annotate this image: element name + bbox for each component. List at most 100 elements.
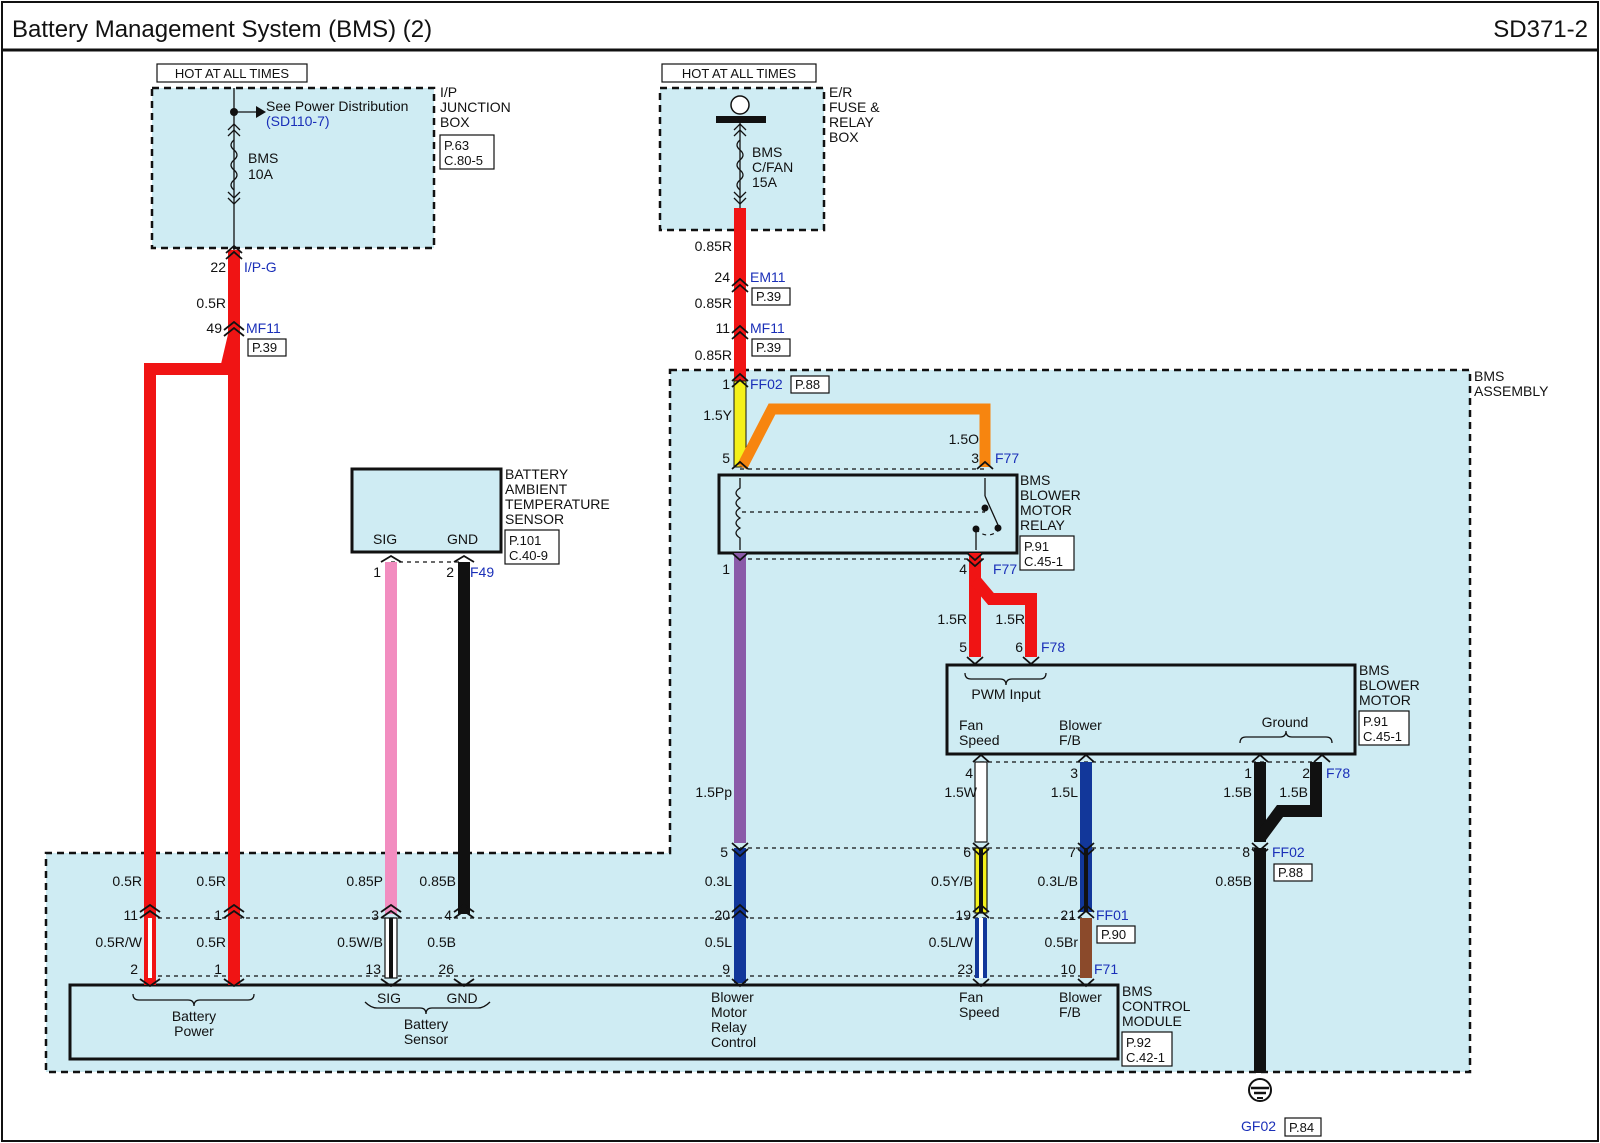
f71-row-labels: 2 1 13 26 9 23 10 F71 (130, 961, 1118, 977)
svg-text:1: 1 (722, 561, 730, 577)
svg-text:11: 11 (715, 320, 730, 336)
svg-text:1.5O: 1.5O (949, 431, 979, 447)
connector-chevron-icon (733, 123, 747, 137)
svg-text:P.39: P.39 (252, 340, 277, 355)
svg-text:26: 26 (438, 961, 454, 977)
relay-ref-1: P.91 (1024, 539, 1049, 554)
motor-name-3: MOTOR (1359, 692, 1411, 708)
svg-text:1.5R: 1.5R (995, 611, 1025, 627)
svg-text:24: 24 (714, 269, 730, 285)
battery-power-1: Battery (172, 1008, 216, 1024)
hot-label: HOT AT ALL TIMES (175, 66, 289, 81)
left-wire-labels: 22 I/P-G 0.5R 49 MF11 P.39 (196, 259, 287, 357)
fuse-line-2: C/FAN (752, 159, 793, 175)
relay-ctrl-3: Relay (711, 1019, 747, 1035)
svg-text:1.5B: 1.5B (1223, 784, 1252, 800)
box-ref-1: P.63 (444, 138, 469, 153)
svg-text:MF11: MF11 (750, 320, 785, 336)
busbar-icon (716, 116, 766, 123)
hot-label-box (156, 63, 308, 83)
relay-wire-labels: 1.5Y 1.5O 5 3 F77 1 4 F77 (703, 407, 1019, 577)
page-title: Battery Management System (BMS) (2) (12, 16, 432, 43)
svg-text:21: 21 (1060, 907, 1076, 923)
svg-text:1: 1 (1244, 765, 1252, 781)
svg-text:FF02: FF02 (1272, 844, 1305, 860)
svg-text:0.85B: 0.85B (419, 873, 456, 889)
ground-ref: P.84 (1289, 1120, 1314, 1135)
fan-speed-1: Fan (959, 989, 983, 1005)
box-name-4: BOX (829, 129, 859, 145)
svg-text:1: 1 (214, 907, 222, 923)
svg-text:F78: F78 (1326, 765, 1350, 781)
svg-text:3: 3 (1070, 765, 1078, 781)
ground-icon (1248, 1078, 1272, 1102)
svg-text:1.5B: 1.5B (1279, 784, 1308, 800)
wire-pink (385, 562, 397, 914)
svg-text:0.3L/B: 0.3L/B (1038, 873, 1078, 889)
bms-assembly-region (44, 368, 1472, 1074)
svg-text:5: 5 (959, 639, 967, 655)
sensor-name-2: AMBIENT (505, 481, 568, 497)
see-power-text: See Power Distribution (266, 98, 408, 114)
bms-control-module: BMS CONTROL MODULE P.92 C.42-1 Battery P… (68, 983, 1191, 1067)
svg-text:P.39: P.39 (756, 340, 781, 355)
wire-red-white (148, 918, 152, 978)
hot-label: HOT AT ALL TIMES (682, 66, 796, 81)
sensor-sig: SIG (373, 531, 397, 547)
pwm-label: PWM Input (971, 686, 1040, 702)
connector-marks (139, 244, 1331, 988)
see-power-ref: (SD110-7) (266, 113, 330, 129)
svg-text:0.85B: 0.85B (1215, 873, 1252, 889)
wire-blue-white (979, 918, 983, 978)
blower-fb-2: F/B (1059, 732, 1081, 748)
svg-text:0.5L: 0.5L (705, 934, 732, 950)
svg-text:1.5Y: 1.5Y (703, 407, 732, 423)
svg-text:0.85R: 0.85R (695, 238, 732, 254)
wire-black-sensor (458, 562, 470, 914)
module-sig: SIG (377, 990, 401, 1006)
relay-name-3: MOTOR (1020, 502, 1072, 518)
svg-text:P.88: P.88 (795, 377, 820, 392)
motor-ref-1: P.91 (1363, 714, 1388, 729)
right-wire-labels: 0.85R 24 EM11 P.39 0.85R 11 MF11 P.39 0.… (695, 238, 830, 394)
connector-chevron-icon (227, 191, 241, 205)
fuse-icon (230, 139, 238, 191)
connector-chevron-icon (733, 191, 747, 205)
svg-text:0.85R: 0.85R (695, 347, 732, 363)
pin-label: 2 (446, 564, 454, 580)
svg-text:6: 6 (1015, 639, 1023, 655)
svg-text:0.5Br: 0.5Br (1045, 934, 1079, 950)
module-ref-2: C.42-1 (1126, 1050, 1165, 1065)
wire-white-black (389, 918, 393, 978)
box-name-1: I/P (440, 84, 457, 100)
box-name-2: FUSE & (829, 99, 880, 115)
fuse-name: BMS (248, 150, 278, 166)
brace-icon (1239, 730, 1333, 744)
relay-name-2: BLOWER (1020, 487, 1081, 503)
module-ref-1: P.92 (1126, 1035, 1151, 1050)
svg-text:8: 8 (1242, 844, 1250, 860)
brace-icon (132, 993, 255, 1007)
fan-speed-1: Fan (959, 717, 983, 733)
ground-conn: GF02 (1241, 1118, 1276, 1134)
connector-chevron-icon (227, 123, 241, 137)
fuse-rating: 10A (248, 166, 274, 182)
svg-text:0.5L/W: 0.5L/W (929, 934, 974, 950)
svg-text:0.5R: 0.5R (196, 934, 226, 950)
relay-ctrl-4: Control (711, 1034, 756, 1050)
wire-red-motor (970, 576, 1037, 657)
sensor-name-3: TEMPERATURE (505, 496, 610, 512)
svg-text:F77: F77 (995, 450, 1019, 466)
svg-text:0.85R: 0.85R (695, 295, 732, 311)
module-name-2: CONTROL (1122, 998, 1191, 1014)
wire-black-ground (1255, 762, 1322, 842)
svg-text:49: 49 (206, 320, 222, 336)
sensor-ref-2: C.40-9 (509, 548, 548, 563)
wire-yellow-black (979, 848, 983, 913)
ground-symbol: GF02 P.84 (1241, 1078, 1322, 1137)
svg-text:3: 3 (371, 907, 379, 923)
relay-name-4: RELAY (1020, 517, 1066, 533)
relay-name-1: BMS (1020, 472, 1050, 488)
box-ref-2: C.80-5 (444, 153, 483, 168)
